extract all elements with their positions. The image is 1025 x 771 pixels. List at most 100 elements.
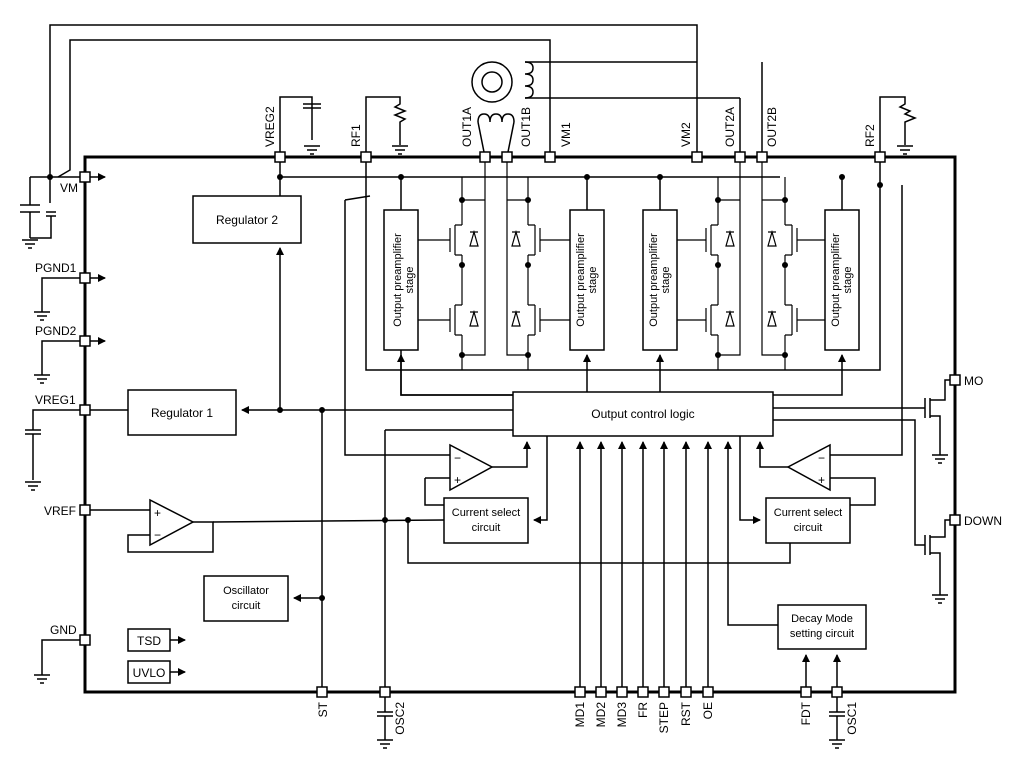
- bridge-b: [506, 157, 570, 370]
- pin-squares: [79, 151, 961, 698]
- decay-to-logic: [724, 441, 778, 626]
- pin-mo-label: MO: [964, 374, 983, 388]
- vm-inner-wire: [57, 39, 551, 178]
- current-select-left-label-1: Current select: [452, 507, 520, 519]
- logic-to-current-select-right: [739, 436, 761, 524]
- preamp-4: Output preamplifier stage: [824, 209, 860, 351]
- preamp-2: Output preamplifier stage: [569, 209, 605, 351]
- pin-vm2-label: VM2: [679, 122, 693, 147]
- rf1-resistor: [365, 96, 408, 157]
- preamp1-to-logic: [400, 350, 513, 396]
- mo-output-transistor: [773, 379, 955, 604]
- pin-md3-label: MD3: [615, 702, 629, 728]
- svg-text:−: −: [818, 451, 825, 465]
- preamp-3-label-2: stage: [660, 267, 672, 294]
- pgnd1-ground: [34, 277, 85, 321]
- preamp-1: Output preamplifier stage: [383, 209, 419, 351]
- current-select-right-label-1: Current select: [774, 507, 842, 519]
- chip-outline: [83, 155, 957, 694]
- logic-to-preamp1: [397, 354, 513, 396]
- junction-dots: [47, 174, 883, 601]
- svg-text:+: +: [454, 473, 461, 487]
- comparator-left: − +: [380, 441, 531, 506]
- current-select-left: [443, 497, 529, 544]
- rf-sense-rail: [365, 157, 881, 371]
- oscillator-label-1: Oscillator: [223, 585, 269, 597]
- logic-to-preamp4: [773, 354, 846, 396]
- tsd-block: [127, 628, 171, 652]
- pin-out1a-label: OUT1A: [460, 107, 474, 147]
- tsd-label: TSD: [137, 634, 161, 648]
- vm-bulk-capacitor: [20, 176, 85, 249]
- pin-step-label: STEP: [657, 702, 671, 733]
- pin-md1-label: MD1: [573, 702, 587, 728]
- current-select-right-label-2: circuit: [794, 522, 823, 534]
- osc2-line: [384, 429, 513, 692]
- pin-vreg2-label: VREG2: [263, 106, 277, 147]
- pin-down-label: DOWN: [964, 514, 1002, 528]
- preamp-1-label-1: Output preamplifier: [392, 233, 404, 327]
- osc2-capacitor: [377, 692, 393, 749]
- pin-vm-label: VM: [60, 181, 78, 195]
- preamp-4-label-2: stage: [842, 267, 854, 294]
- current-select-right: [765, 497, 851, 544]
- oscillator-circuit: [203, 575, 289, 622]
- comparator-right: − +: [756, 441, 880, 506]
- svg-text:−: −: [454, 451, 461, 465]
- pin-rf1-label: RF1: [349, 124, 363, 147]
- pin-pgnd1-label: PGND1: [35, 261, 77, 275]
- preamp-3: Output preamplifier stage: [642, 209, 678, 351]
- gnd-ground: [34, 639, 85, 684]
- pin-vreg1-label: VREG1: [35, 393, 76, 407]
- rf2-feedback: [880, 185, 903, 456]
- bridge-a: [418, 157, 486, 370]
- preamp-4-label-1: Output preamplifier: [830, 233, 842, 327]
- svg-text:−: −: [154, 528, 161, 542]
- preamp-2-label-1: Output preamplifier: [575, 233, 587, 327]
- svg-text:+: +: [154, 506, 161, 520]
- pin-gnd-label: GND: [50, 623, 77, 637]
- svg-text:+: +: [818, 473, 825, 487]
- preamp-2-label-2: stage: [587, 267, 599, 294]
- pin-st-label: ST: [316, 701, 330, 717]
- pin-pgnd2-label: PGND2: [35, 324, 77, 338]
- rf2-resistor: [879, 96, 918, 157]
- current-select-left-label-2: circuit: [472, 522, 501, 534]
- regulator-1-label: Regulator 1: [151, 406, 213, 420]
- pin-rst-label: RST: [679, 701, 693, 726]
- regulator-2-label: Regulator 2: [216, 213, 278, 227]
- pin-out2a-label: OUT2A: [723, 107, 737, 147]
- pin-vm1-label: VM1: [559, 122, 573, 147]
- pin-oe-label: OE: [701, 702, 715, 719]
- osc1-capacitor: [829, 692, 845, 749]
- pin-osc2-label: OSC2: [393, 702, 407, 735]
- pin-out2b-label: OUT2B: [765, 107, 779, 147]
- pin-out1b-label: OUT1B: [519, 107, 533, 147]
- uvlo-block: [127, 660, 171, 684]
- pin-vref-label: VREF: [44, 504, 76, 518]
- stepper-motor-symbol: [471, 61, 763, 158]
- pgnd2-ground: [34, 340, 85, 384]
- decay-mode-setting-circuit: [777, 604, 867, 650]
- bridge-d: [761, 157, 825, 370]
- logic-to-current-select-left: [533, 436, 548, 524]
- preamp-3-label-1: Output preamplifier: [648, 233, 660, 327]
- regulator-1: [127, 389, 237, 436]
- output-control-logic: [512, 391, 774, 437]
- regulator-2: [192, 195, 302, 244]
- output-control-logic-label: Output control logic: [591, 407, 694, 421]
- vreg2-capacitor: [279, 96, 321, 157]
- bridge-c: [677, 157, 741, 370]
- uvlo-label: UVLO: [133, 666, 166, 680]
- preamp-supply-wires: [400, 177, 843, 210]
- pin-osc1-label: OSC1: [845, 702, 859, 735]
- pin-fdt-label: FDT: [799, 701, 813, 725]
- preamp-1-label-2: stage: [404, 267, 416, 294]
- oscillator-label-2: circuit: [232, 600, 261, 612]
- vreg1-capacitor: [25, 409, 85, 491]
- pin-md2-label: MD2: [594, 702, 608, 728]
- vm-outer-wire: [49, 24, 698, 177]
- pin-fr-label: FR: [636, 702, 650, 718]
- pin-rf2-label: RF2: [863, 124, 877, 147]
